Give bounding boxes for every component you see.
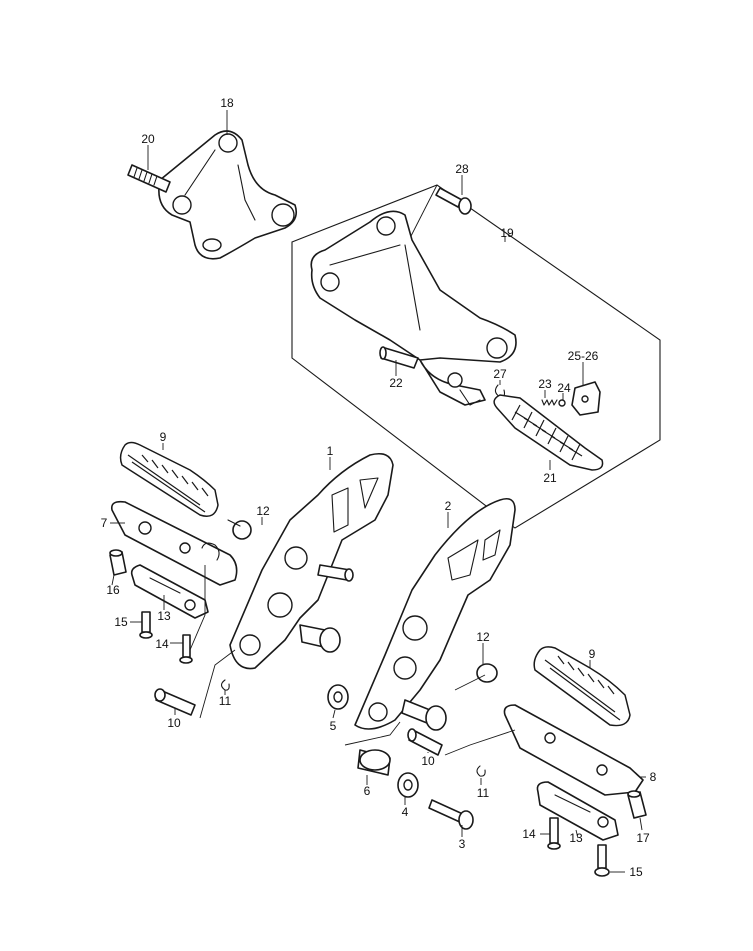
callout-24: 24 (557, 381, 571, 395)
callout-17: 17 (636, 831, 650, 845)
callout-16: 16 (106, 583, 120, 597)
part-24-ball (558, 399, 566, 407)
part-15-bolt-left (139, 611, 153, 639)
callout-27: 27 (493, 367, 507, 381)
callout-10-right: 10 (421, 754, 435, 768)
part-17-spring-pin (627, 790, 647, 819)
callout-9-right: 9 (589, 647, 596, 661)
part-19-rear-bracket (310, 210, 517, 406)
callout-13-left: 13 (157, 609, 171, 623)
part-7-left-footpeg (110, 500, 238, 586)
part-11-circlip-right (476, 765, 486, 777)
part-4-washer (397, 772, 419, 798)
callout-13-right: 13 (569, 831, 583, 845)
part-10-pin-left (154, 688, 196, 716)
part-20-stud-bolt (127, 164, 171, 193)
callout-5: 5 (330, 719, 337, 733)
callout-14-right: 14 (522, 827, 536, 841)
part-14-bolt-right (547, 817, 561, 850)
callout-22: 22 (389, 376, 403, 390)
callout-18: 18 (220, 96, 234, 110)
callout-15-right: 15 (629, 865, 643, 879)
callout-28: 28 (455, 162, 469, 176)
callout-6: 6 (364, 784, 371, 798)
callout-20: 20 (141, 132, 155, 146)
callout-9-left: 9 (160, 430, 167, 444)
callout-2: 2 (445, 499, 452, 513)
part-22-pivot-pin (379, 346, 419, 369)
part-9-right-footpeg-rubber (533, 646, 631, 727)
part-11-circlip-left (220, 679, 230, 691)
callout-8: 8 (650, 770, 657, 784)
part-16-spring-pin (109, 549, 127, 576)
part-15-bolt-right (594, 844, 610, 877)
part-9-left-footpeg-rubber (119, 441, 219, 517)
part-2-right-main-bracket (354, 497, 516, 731)
callout-7: 7 (101, 516, 108, 530)
callout-11-left: 11 (219, 694, 232, 708)
callout-labels: 18 20 28 19 22 27 23 24 25-26 21 9 1 7 1… (101, 96, 657, 879)
part-5-washer (327, 684, 349, 710)
callout-10-left: 10 (167, 716, 181, 730)
callout-3: 3 (459, 837, 466, 851)
part-21-footpeg (493, 394, 604, 471)
callout-21: 21 (543, 471, 557, 485)
part-28-bolt (409, 184, 472, 239)
part-10-pin-right (407, 728, 443, 756)
callout-12-left: 12 (256, 504, 270, 518)
part-13-left-plate (130, 564, 209, 619)
callout-14-left: 14 (155, 637, 169, 651)
callout-15-left: 15 (114, 615, 128, 629)
part-12-collar-left (227, 519, 252, 540)
part-14-bolt-left (179, 634, 193, 664)
part-23-spring (541, 399, 558, 406)
callout-23: 23 (538, 377, 552, 391)
part-6-bushing (357, 749, 391, 776)
part-25-26-plate (571, 381, 601, 416)
part-1-left-main-bracket (229, 452, 394, 670)
callout-leaders (110, 110, 646, 873)
part-3-bolt (428, 799, 474, 830)
part-8-right-footpeg (503, 704, 644, 796)
callout-25-26: 25-26 (568, 349, 599, 363)
part-12-collar-right (476, 663, 498, 683)
part-13-right-plate (536, 781, 619, 841)
callout-19: 19 (500, 226, 514, 240)
callout-11-right: 11 (477, 786, 490, 800)
callout-1: 1 (327, 444, 334, 458)
part-18-rear-bracket (158, 130, 298, 260)
callout-4: 4 (402, 805, 409, 819)
callout-12-right: 12 (476, 630, 490, 644)
